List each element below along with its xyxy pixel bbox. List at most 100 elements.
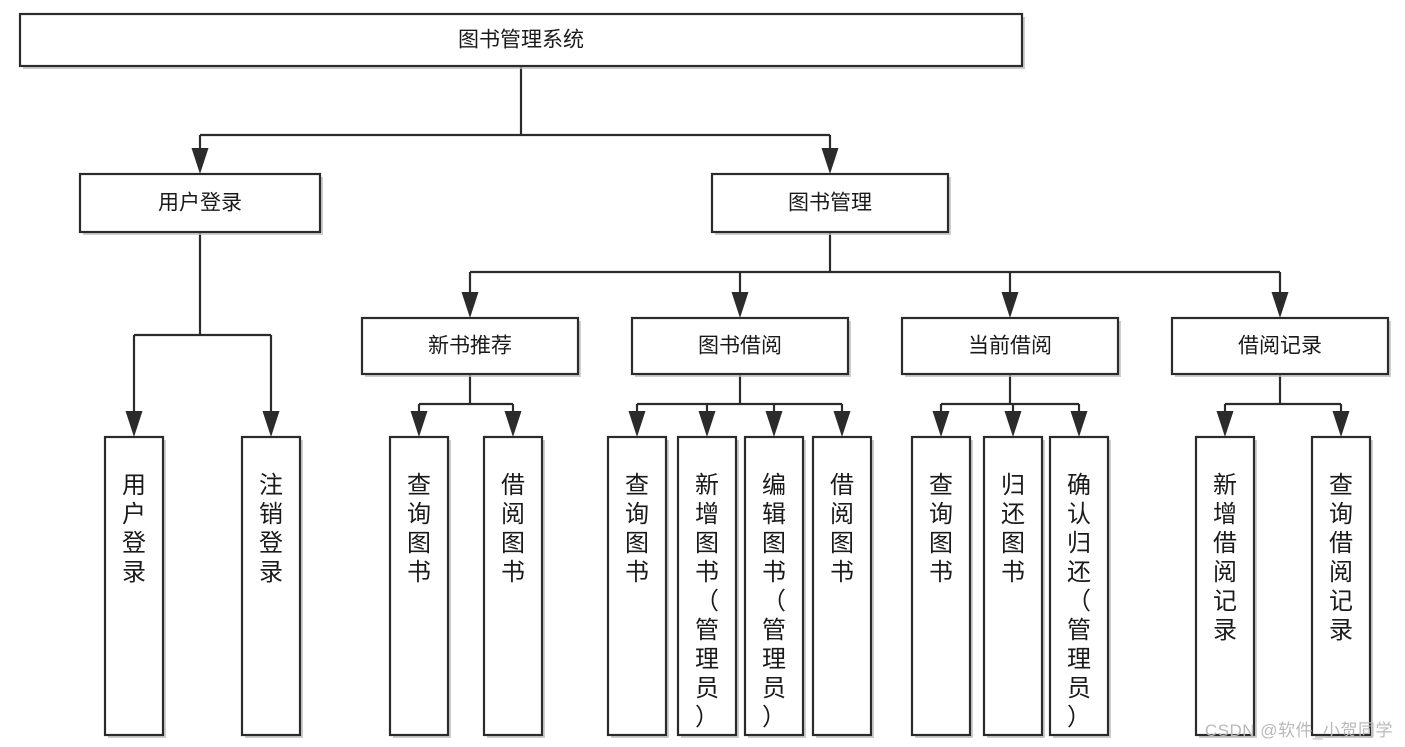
arrow-head-icon bbox=[1216, 411, 1234, 437]
node-label-char: 管 bbox=[695, 617, 719, 644]
node-label-char: 借 bbox=[830, 472, 854, 499]
arrow-head-icon bbox=[1332, 411, 1350, 437]
node-label: 当前借阅 bbox=[968, 335, 1052, 358]
node-label-char: 书 bbox=[501, 559, 525, 586]
node-level3-借阅记录[interactable]: 借阅记录 bbox=[1170, 316, 1391, 377]
arrow-head-icon bbox=[765, 411, 783, 437]
node-label-char: 书 bbox=[762, 559, 786, 586]
arrow-head-icon bbox=[191, 148, 209, 174]
node-label-char: ） bbox=[762, 704, 786, 731]
node-label-char: 书 bbox=[695, 559, 719, 586]
node-label-char: 录 bbox=[122, 559, 146, 586]
node-level3-新书推荐[interactable]: 新书推荐 bbox=[360, 316, 581, 377]
arrow-head-icon bbox=[1001, 292, 1019, 318]
node-label-char: 增 bbox=[1213, 501, 1237, 528]
node-label-char: 图 bbox=[695, 530, 719, 557]
arrow-head-icon bbox=[628, 411, 646, 437]
node-root-图书管理系统[interactable]: 图书管理系统 bbox=[18, 12, 1025, 69]
node-label-char: 记 bbox=[1329, 588, 1353, 615]
node-label-char: 图 bbox=[407, 530, 431, 557]
connector-group-当前借阅 bbox=[932, 374, 1088, 437]
connector-layer bbox=[125, 66, 1350, 437]
node-label-char: 查 bbox=[1329, 472, 1353, 499]
node-label-char: 注 bbox=[259, 472, 283, 499]
arrow-head-icon bbox=[821, 148, 839, 174]
node-label-char: 确 bbox=[1067, 472, 1091, 499]
node-label-char: 新 bbox=[1213, 472, 1237, 499]
node-label-char: 理 bbox=[762, 646, 786, 673]
node-label-char: 图 bbox=[929, 530, 953, 557]
node-label-char: 阅 bbox=[830, 501, 854, 528]
connector-group-图书管理 bbox=[461, 232, 1289, 318]
node-label-char: （ bbox=[695, 588, 719, 615]
arrow-head-icon bbox=[461, 292, 479, 318]
node-label: 图书借阅 bbox=[698, 335, 782, 358]
connector-group-图书管理系统 bbox=[191, 66, 839, 174]
node-label-char: 销 bbox=[259, 501, 283, 528]
node-level2-图书管理[interactable]: 图书管理 bbox=[710, 172, 951, 235]
node-label-char: 询 bbox=[1329, 501, 1353, 528]
node-level2-用户登录[interactable]: 用户登录 bbox=[78, 172, 323, 235]
node-label-char: 增 bbox=[695, 501, 719, 528]
node-label-char: 户 bbox=[122, 501, 146, 528]
node-label-char: 认 bbox=[1067, 501, 1091, 528]
node-label-char: 借 bbox=[1213, 530, 1237, 557]
node-label-char: 书 bbox=[407, 559, 431, 586]
node-label-char: 借 bbox=[1329, 530, 1353, 557]
node-label-char: 管 bbox=[1067, 617, 1091, 644]
node-label-char: 理 bbox=[1067, 646, 1091, 673]
connector-group-用户登录 bbox=[125, 232, 280, 437]
arrow-head-icon bbox=[731, 292, 749, 318]
node-label-char: 新 bbox=[695, 472, 719, 499]
node-label-char: 录 bbox=[259, 559, 283, 586]
node-label-char: （ bbox=[1067, 588, 1091, 615]
node-label-char: 员 bbox=[1067, 675, 1091, 702]
node-label-char: 图 bbox=[501, 530, 525, 557]
node-label: 图书管理 bbox=[788, 192, 872, 215]
node-label-char: 查 bbox=[625, 472, 649, 499]
node-label-char: 查 bbox=[407, 472, 431, 499]
node-level3-图书借阅[interactable]: 图书借阅 bbox=[630, 316, 851, 377]
node-layer: 图书管理系统用户登录图书管理新书推荐图书借阅当前借阅借阅记录用户登录注销登录查询… bbox=[18, 12, 1391, 738]
arrow-head-icon bbox=[932, 411, 950, 437]
watermark-label: CSDN @软件_小贺同学 bbox=[1204, 721, 1393, 740]
node-label-char: 登 bbox=[259, 530, 283, 557]
node-label-char: 录 bbox=[1213, 617, 1237, 644]
node-label-char: （ bbox=[762, 588, 786, 615]
arrow-head-icon bbox=[262, 411, 280, 437]
node-label-char: 登 bbox=[122, 530, 146, 557]
node-label-char: 理 bbox=[695, 646, 719, 673]
node-label-char: 用 bbox=[122, 472, 146, 499]
node-label-char: 询 bbox=[625, 501, 649, 528]
node-label-char: 阅 bbox=[501, 501, 525, 528]
node-label-char: 图 bbox=[625, 530, 649, 557]
node-label-char: ） bbox=[695, 704, 719, 731]
node-label-char: 书 bbox=[830, 559, 854, 586]
node-label-char: 图 bbox=[830, 530, 854, 557]
connector-group-图书借阅 bbox=[628, 374, 851, 437]
node-label-char: 书 bbox=[1001, 559, 1025, 586]
node-label-char: 借 bbox=[501, 472, 525, 499]
node-label: 用户登录 bbox=[158, 192, 242, 215]
node-label-char: 书 bbox=[929, 559, 953, 586]
node-label-char: 记 bbox=[1213, 588, 1237, 615]
node-label-char: 阅 bbox=[1213, 559, 1237, 586]
node-label-char: 还 bbox=[1001, 501, 1025, 528]
node-label-char: 还 bbox=[1067, 559, 1091, 586]
node-level3-当前借阅[interactable]: 当前借阅 bbox=[900, 316, 1121, 377]
node-label-char: 图 bbox=[762, 530, 786, 557]
arrow-head-icon bbox=[125, 411, 143, 437]
node-leaf-leaf_user_login[interactable]: 用户登录 bbox=[103, 435, 166, 738]
